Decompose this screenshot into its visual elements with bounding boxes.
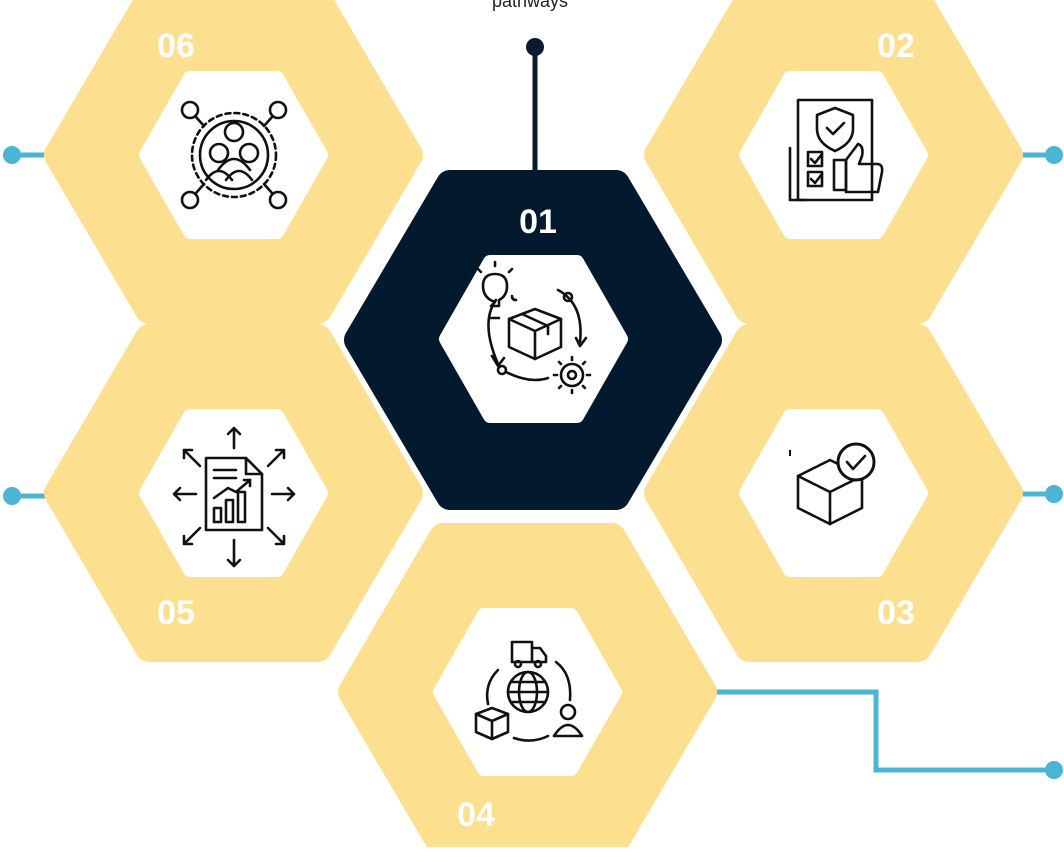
connector-04 <box>696 689 1054 773</box>
connector-02-dot <box>1045 146 1063 164</box>
hexagon-04: 04 <box>338 523 717 852</box>
product-verified-icon <box>789 442 876 526</box>
hexagon-02-number: 02 <box>877 27 915 65</box>
report-distribution-icon <box>172 426 296 568</box>
hexagon-01: 01 <box>344 170 722 510</box>
product-lifecycle-icon <box>476 260 592 395</box>
hexagon-03-number: 03 <box>877 594 915 632</box>
quality-approval-icon <box>788 98 884 202</box>
hexagon-01-number: 01 <box>519 203 557 241</box>
connector-03-dot <box>1045 485 1063 503</box>
hexagon-06-inner <box>139 71 328 239</box>
connector-04-dot <box>1045 761 1063 779</box>
hexagon-06: 06 <box>44 0 423 324</box>
global-delivery-icon <box>474 640 584 742</box>
hexagon-02: 02 <box>644 0 1023 324</box>
connector-06-dot <box>3 146 21 164</box>
hexagon-03-inner <box>739 409 928 577</box>
hexagon-03: 03 <box>644 324 1023 662</box>
hexagon-06-number: 06 <box>157 27 195 65</box>
diagram-caption: pathways <box>491 0 569 11</box>
hexagon-01-inner <box>439 255 628 423</box>
connector-05-dot <box>3 487 21 505</box>
hexagon-05-number: 05 <box>157 594 195 632</box>
hexagon-05: 05 <box>44 324 423 662</box>
hexagon-04-number: 04 <box>457 796 495 834</box>
team-network-icon <box>180 100 288 210</box>
connector-01-dot <box>526 38 544 56</box>
